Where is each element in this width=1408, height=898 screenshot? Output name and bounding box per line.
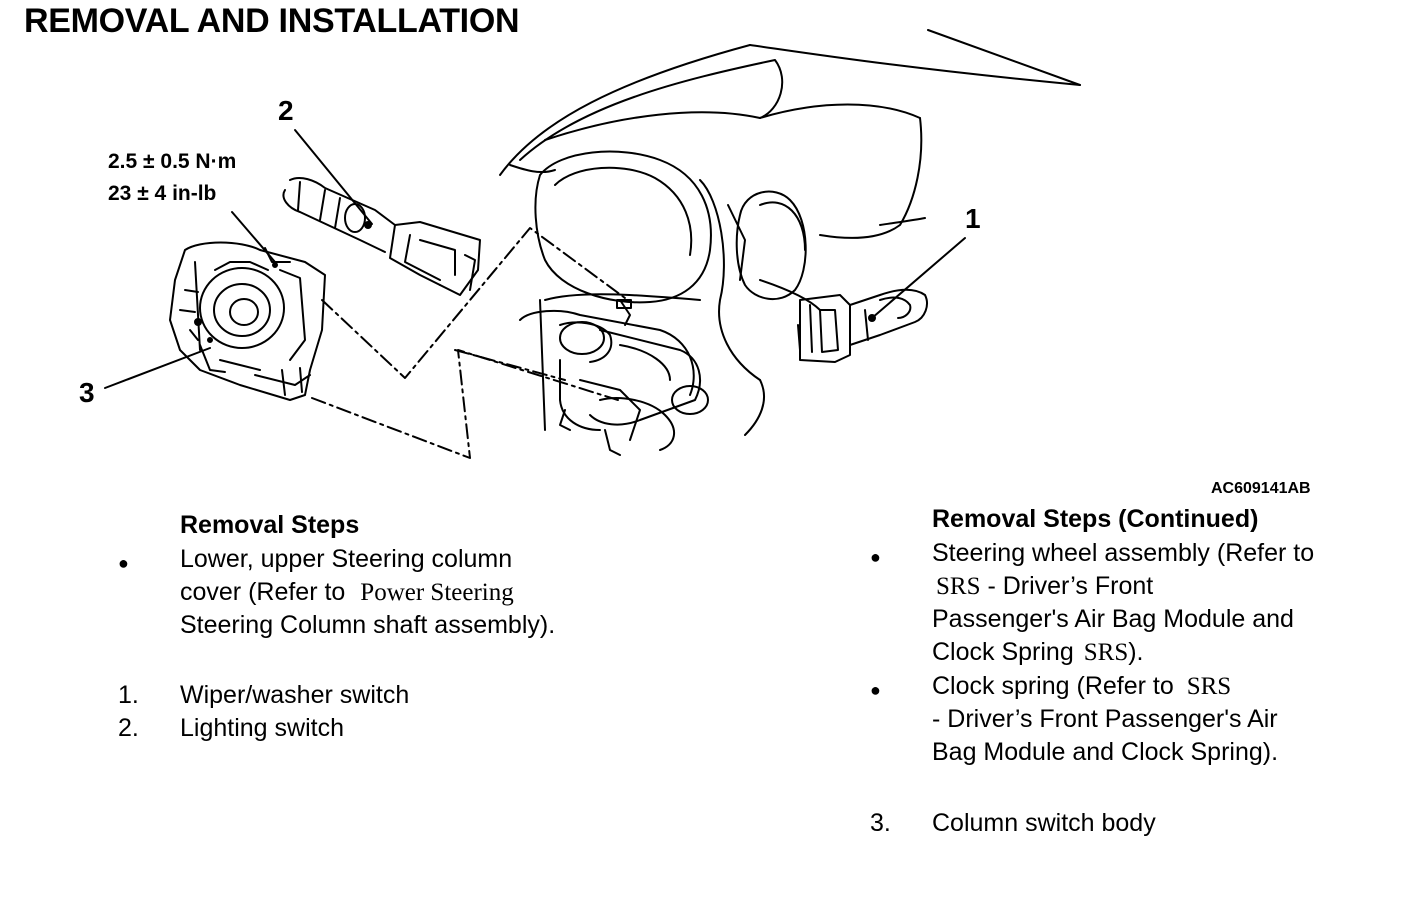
bullet-line: Steering Column shaft assembly). [180, 611, 556, 639]
bullet-icon: ● [870, 547, 881, 567]
bullet-text: - Driver’s Front [987, 572, 1154, 600]
steering-column [519, 299, 709, 456]
reference-link[interactable]: SRS [1083, 639, 1129, 666]
bullet-line: SRS - Driver’s Front [932, 570, 1314, 603]
torque-spec: 2.5 ± 0.5 N·m 23 ± 4 in-lb [108, 146, 236, 210]
wiper-washer-switch [797, 288, 928, 363]
bullet-line: Bag Module and Clock Spring). [932, 738, 1279, 766]
callout-1: 1 [965, 203, 981, 234]
bullet-line: Passenger's Air Bag Module and [932, 605, 1294, 633]
bullet-line: Clock Spring SRS). [932, 636, 1314, 669]
reference-link[interactable]: SRS [1186, 673, 1232, 700]
installation-lines [311, 227, 626, 459]
bullet-text: ). [1128, 638, 1144, 666]
removal-steps-heading: Removal Steps [180, 511, 360, 539]
torque-metric: 2.5 ± 0.5 N·m [108, 150, 237, 173]
step-text: Column switch body [932, 809, 1156, 837]
figure-id: AC609141AB [1211, 480, 1311, 497]
bullet-item-steering-wheel: Steering wheel assembly (Refer to SRS - … [932, 537, 1314, 669]
bullet-text: cover (Refer to [180, 578, 346, 606]
bullet-text: Clock spring (Refer to [932, 672, 1174, 700]
dashboard-outline [499, 29, 1081, 436]
torque-imperial: 23 ± 4 in-lb [108, 182, 217, 205]
bullet-line: - Driver’s Front Passenger's Air [932, 705, 1278, 733]
bullet-item-clock-spring: Clock spring (Refer to SRS - Driver’s Fr… [932, 670, 1278, 769]
lighting-switch [282, 177, 481, 296]
bullet-line: Clock spring (Refer to SRS [932, 670, 1278, 703]
leader-lines [104, 129, 966, 389]
bullet-item-steering-column-cover: Lower, upper Steering column cover (Refe… [180, 543, 555, 642]
reference-link[interactable]: Power Steering [360, 579, 514, 606]
bullet-line: Lower, upper Steering column [180, 545, 513, 573]
page-title: REMOVAL AND INSTALLATION [24, 2, 520, 40]
callout-2: 2 [278, 95, 294, 126]
bullet-line: cover (Refer to Power Steering [180, 576, 555, 609]
bullet-text: Clock Spring [932, 638, 1074, 666]
bullet-icon: ● [118, 553, 129, 573]
column-switch-body [169, 241, 326, 401]
reference-link[interactable]: SRS [936, 573, 981, 600]
step-number: 1. [118, 681, 139, 709]
bullet-icon: ● [870, 680, 881, 700]
step-number: 3. [870, 809, 891, 837]
removal-steps-continued-heading: Removal Steps (Continued) [932, 505, 1259, 533]
step-text: Lighting switch [180, 714, 344, 742]
callout-3: 3 [79, 377, 95, 408]
bullet-line: Steering wheel assembly (Refer to [932, 539, 1315, 567]
step-number: 2. [118, 714, 139, 742]
step-text: Wiper/washer switch [180, 681, 410, 709]
